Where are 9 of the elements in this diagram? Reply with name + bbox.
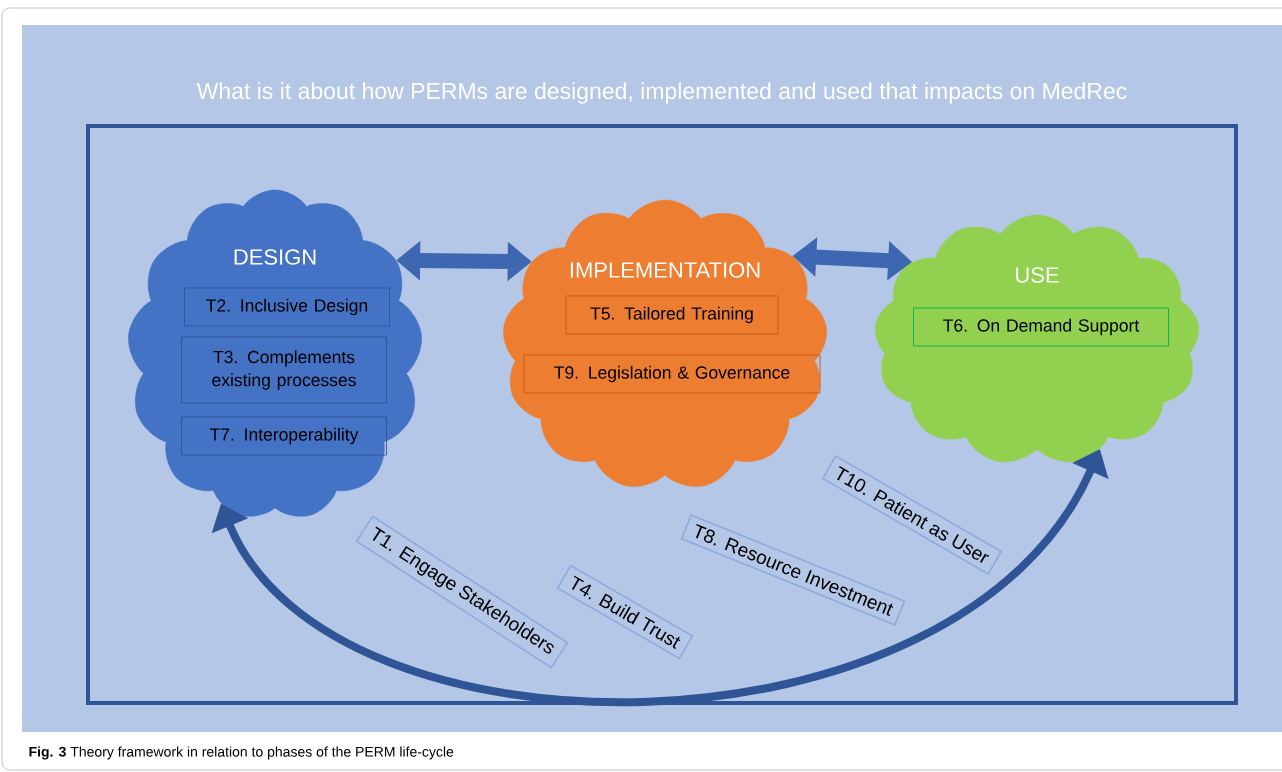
theme-box: T6. On Demand Support <box>913 307 1169 347</box>
theme-box: T3. Complements existing processes <box>181 336 387 404</box>
caption: Fig. 3 Theory framework in relation to phases of the PERM life-cycle <box>29 746 454 760</box>
theme-box: T4. Build Trust <box>556 564 694 660</box>
theme-box: T7. Interoperability <box>181 416 387 456</box>
theme-box: T9. Legislation & Governance <box>523 354 821 394</box>
theme-box: T5. Tailored Training <box>565 295 779 335</box>
theme-box: T2. Inclusive Design <box>184 287 390 327</box>
title: What is it about how PERMs are designed, implemented and used that impacts on MedRec <box>196 82 1127 104</box>
